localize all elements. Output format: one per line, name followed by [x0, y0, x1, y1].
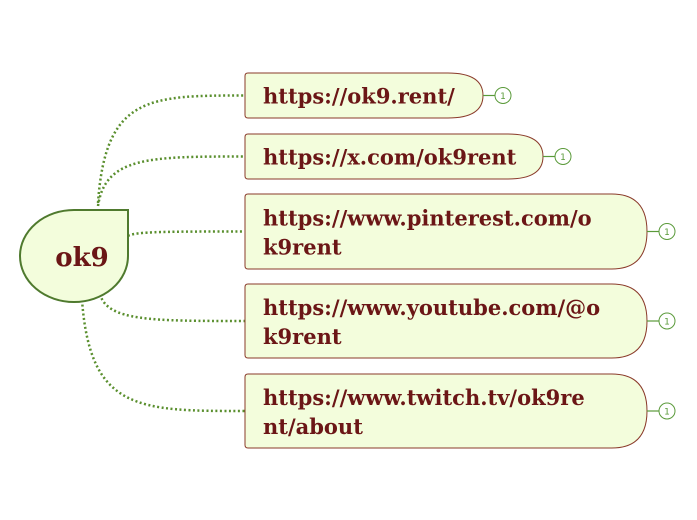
child-count-label: 1 [500, 92, 506, 102]
child-count-label: 1 [664, 408, 670, 418]
connector-line [98, 293, 246, 323]
branch-node-label: nt/about [263, 414, 363, 439]
collapse-toggle-circle [658, 223, 676, 240]
branch-node-shape [244, 133, 544, 180]
collapse-toggle-circle [658, 312, 676, 330]
connector-line [96, 155, 246, 207]
central-topic-label: ok9 [55, 243, 108, 273]
collapse-toggle-button[interactable]: 1 [658, 402, 676, 420]
branch-node-shape [244, 193, 648, 270]
child-count-label: 1 [664, 228, 670, 238]
collapse-toggle-circle [494, 87, 512, 104]
branch-node[interactable]: https://www.pinterest.com/o k9rent 1 [244, 193, 676, 270]
child-count-label: 1 [560, 153, 566, 163]
branch-node[interactable]: https://www.twitch.tv/ok9re nt/about 1 [244, 373, 676, 449]
branch-node-label: k9rent [263, 235, 342, 260]
connector-layer [80, 94, 246, 413]
connector-line [80, 299, 246, 413]
branch-node[interactable]: https://www.youtube.com/@o k9rent 1 [244, 283, 676, 359]
central-topic-shape [18, 209, 129, 304]
connector-line [127, 230, 246, 238]
collapse-toggle-button[interactable]: 1 [658, 312, 676, 330]
branch-node-shape [244, 283, 648, 359]
branch-node-shape [244, 373, 648, 449]
collapse-toggle-button[interactable]: 1 [658, 223, 676, 240]
collapse-toggle-circle [658, 402, 676, 420]
collapse-toggle-circle [554, 148, 572, 165]
child-count-label: 1 [664, 318, 670, 328]
branch-node-label: https://www.pinterest.com/o [263, 206, 592, 231]
central-topic[interactable]: ok9 [18, 209, 129, 304]
branch-layer: https://ok9.rent/1 https://x.com/ok9rent 1… [244, 72, 676, 449]
collapse-toggle-button[interactable]: 1 [494, 87, 512, 104]
branch-node-label: k9rent [263, 324, 342, 349]
branch-node-shape [244, 72, 484, 119]
branch-node[interactable]: https://x.com/ok9rent 1 [244, 133, 572, 180]
branch-node[interactable]: https://ok9.rent/1 [244, 72, 512, 119]
branch-node-label: https://www.twitch.tv/ok9re [263, 385, 585, 410]
collapse-toggle-button[interactable]: 1 [554, 148, 572, 165]
connector-line [96, 94, 246, 204]
branch-node-label: https://x.com/ok9rent [263, 145, 517, 170]
branch-node-label: https://ok9.rent/ [263, 84, 455, 109]
branch-node-label: https://www.youtube.com/@o [263, 295, 600, 320]
